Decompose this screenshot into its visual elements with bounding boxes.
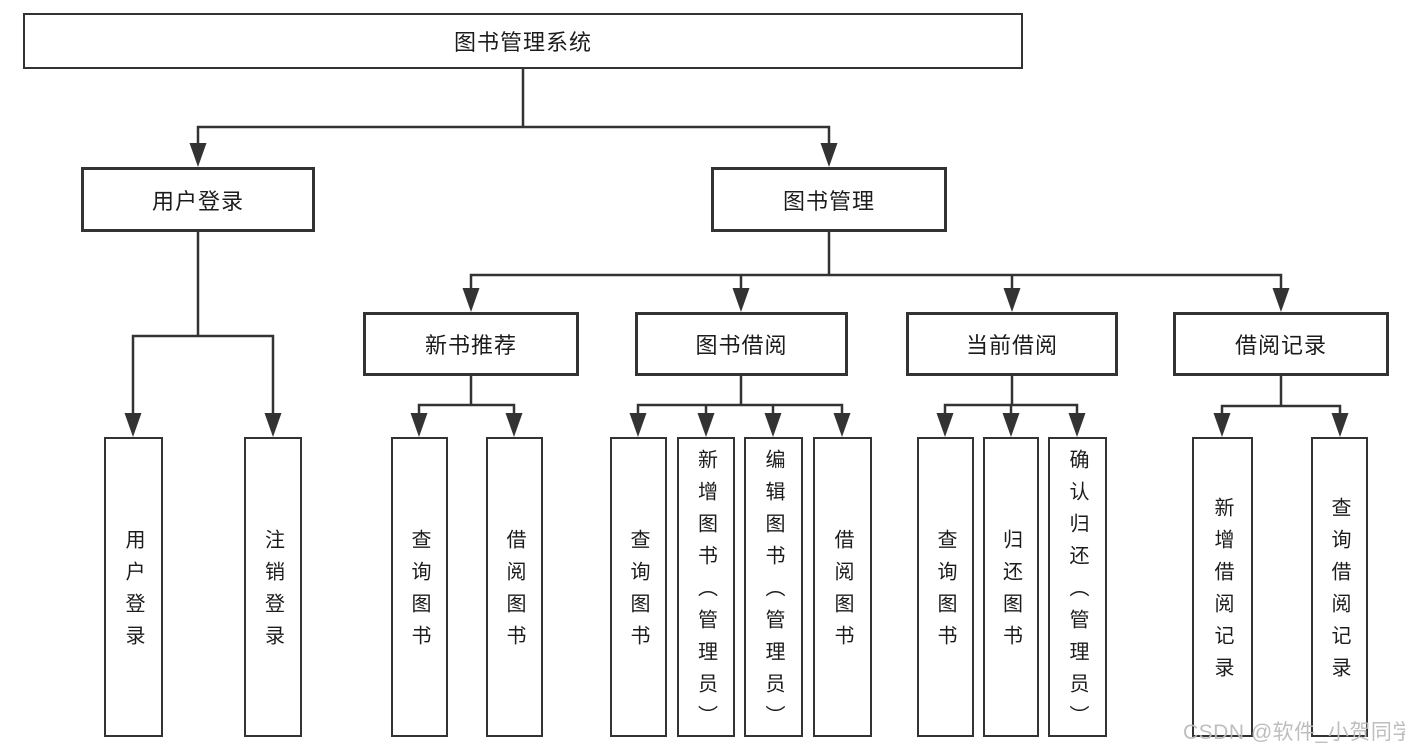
leaf-borrow-query-books: 查询图书 [610,437,667,737]
node-book-management: 图书管理 [711,167,947,232]
node-label: 新增图书（管理员） [694,449,717,737]
watermark: CSDN @软件_小贺同学 [1183,721,1405,744]
node-label: 新增借阅记录 [1211,497,1233,689]
leaf-records-add-borrow-record: 新增借阅记录 [1192,437,1253,737]
leaf-logout-login: 注销登录 [244,437,302,737]
node-label: 归还图书 [999,529,1022,657]
leaf-newrec-borrow-books: 借阅图书 [486,437,543,737]
node-label: 借阅记录 [1234,333,1327,358]
node-label: 查询图书 [627,529,649,657]
node-book-borrowing: 图书借阅 [635,312,848,376]
node-label: 用户登录 [151,188,244,214]
leaf-borrow-borrow-books: 借阅图书 [813,437,872,737]
node-label: 借阅图书 [503,529,525,657]
node-label: 查询借阅记录 [1328,497,1350,689]
node-label: 确认归还（管理员） [1066,449,1088,737]
node-library-system: 图书管理系统 [23,13,1023,69]
node-current-borrowing: 当前借阅 [906,312,1118,376]
node-label: 编辑图书（管理员） [762,449,784,737]
node-label: 新书推荐 [424,333,517,358]
node-label: 用户登录 [122,529,144,657]
leaf-newrec-query-books: 查询图书 [391,437,448,737]
node-label: 查询图书 [408,529,430,657]
node-new-book-recommend: 新书推荐 [363,312,579,376]
node-label: 当前借阅 [965,333,1058,358]
node-label: 注销登录 [261,529,284,657]
node-label: 图书管理系统 [453,30,592,55]
leaf-records-query-borrow-record: 查询借阅记录 [1311,437,1368,737]
leaf-borrow-edit-books-admin: 编辑图书（管理员） [744,437,803,737]
arrowheads [124,143,1349,437]
leaf-borrow-add-books-admin: 新增图书（管理员） [677,437,735,737]
node-label: 图书借阅 [695,333,788,358]
connector-stems [131,69,1342,416]
node-user-login: 用户登录 [81,167,315,232]
leaf-user-login: 用户登录 [104,437,163,737]
node-borrowing-records: 借阅记录 [1173,312,1389,376]
leaf-current-query-books: 查询图书 [917,437,974,737]
node-label: 查询图书 [934,529,956,657]
leaf-current-return-books: 归还图书 [983,437,1039,737]
node-label: 图书管理 [782,188,875,214]
leaf-current-confirm-return-admin: 确认归还（管理员） [1048,437,1107,737]
node-label: 借阅图书 [831,529,853,657]
